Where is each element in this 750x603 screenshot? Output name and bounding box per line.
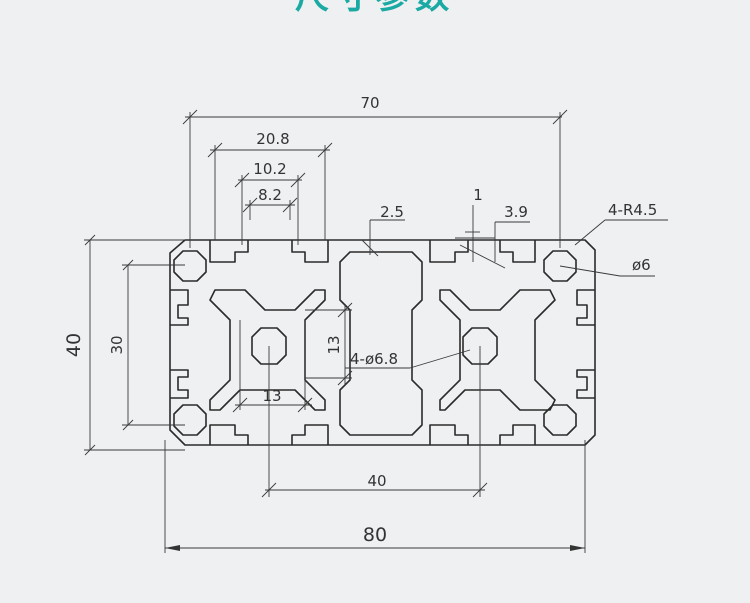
corner-hole-br (543, 404, 577, 436)
center-hole-right (462, 327, 498, 365)
center-hole-left (251, 327, 287, 365)
dim-4-r4-5: 4-R4.5 (608, 201, 657, 219)
profile-outline (169, 239, 596, 446)
dim-40-horizontal: 40 (367, 472, 386, 490)
dim-70: 70 (360, 94, 379, 112)
dim-8-2: 8.2 (258, 186, 282, 204)
dimension-labels: 70 20.8 10.2 8.2 2.5 1 3.9 4-R4.5 ø6 40 … (63, 94, 657, 546)
dimension-lines (84, 109, 668, 553)
dim-2-5: 2.5 (380, 203, 404, 221)
dim-13-horizontal: 13 (262, 387, 281, 405)
dim-10-2: 10.2 (253, 160, 286, 178)
dim-4-phi6-8: 4-ø6.8 (350, 350, 398, 368)
dim-40-vertical: 40 (63, 333, 85, 357)
dim-20-8: 20.8 (256, 130, 289, 148)
page-title: 尺寸参数 (0, 0, 750, 20)
dim-30-vertical: 30 (108, 335, 126, 354)
corner-hole-tr (543, 250, 577, 282)
dim-13-vertical: 13 (325, 335, 343, 354)
dim-3-9: 3.9 (504, 203, 528, 221)
dim-1: 1 (473, 186, 483, 204)
dim-phi6: ø6 (632, 256, 651, 274)
corner-hole-tl (173, 250, 207, 282)
dim-80: 80 (363, 524, 387, 546)
corner-hole-bl (173, 404, 207, 436)
